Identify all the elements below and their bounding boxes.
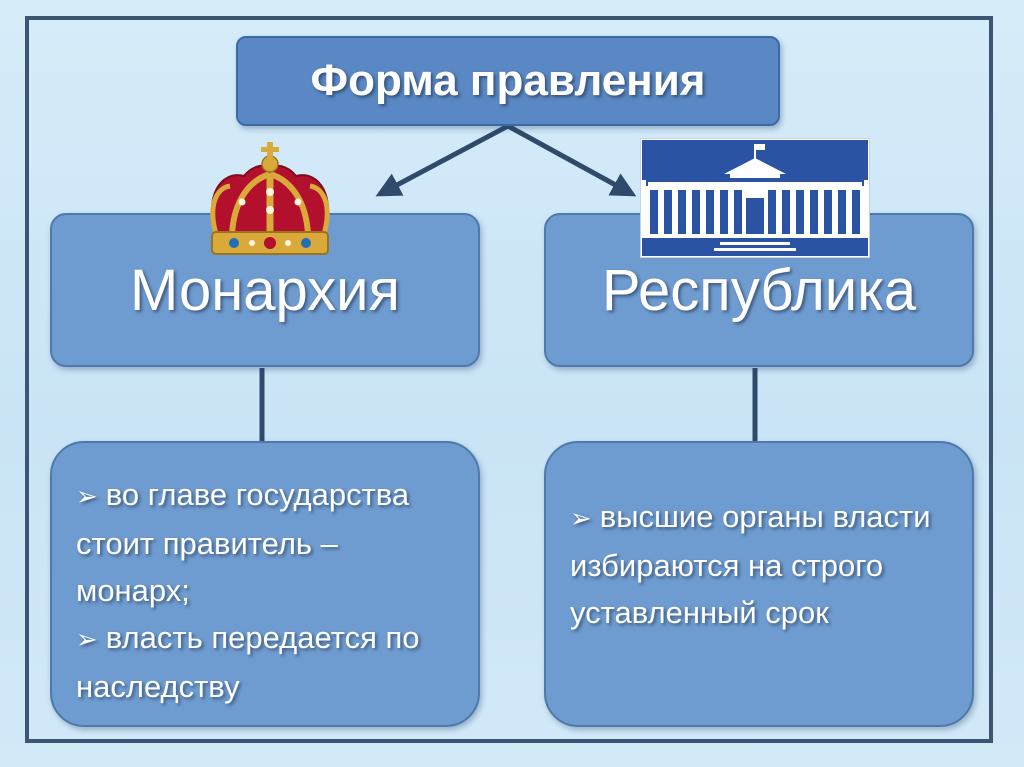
arrow-title-to-monarchy: [375, 123, 510, 197]
bullet-arrow-icon: ➢: [76, 481, 98, 511]
republic-bullet-1: ➢высшие органы власти избираются на стро…: [570, 499, 931, 630]
bullet-arrow-icon: ➢: [570, 503, 592, 533]
slide-frame: [25, 16, 993, 743]
government-building-icon: [640, 138, 870, 258]
arrow-title-to-republic: [506, 123, 637, 197]
monarchy-bullet-2: ➢власть передается по наследству: [76, 620, 420, 704]
monarchy-bullet-1: ➢во главе государства стоит правитель – …: [76, 477, 410, 608]
republic-description: ➢высшие органы власти избираются на стро…: [544, 441, 974, 727]
crown-icon: [210, 142, 330, 255]
bullet-arrow-icon: ➢: [76, 624, 98, 654]
diagram-title: Форма правления: [236, 36, 780, 126]
monarchy-description: ➢во главе государства стоит правитель – …: [50, 441, 480, 727]
